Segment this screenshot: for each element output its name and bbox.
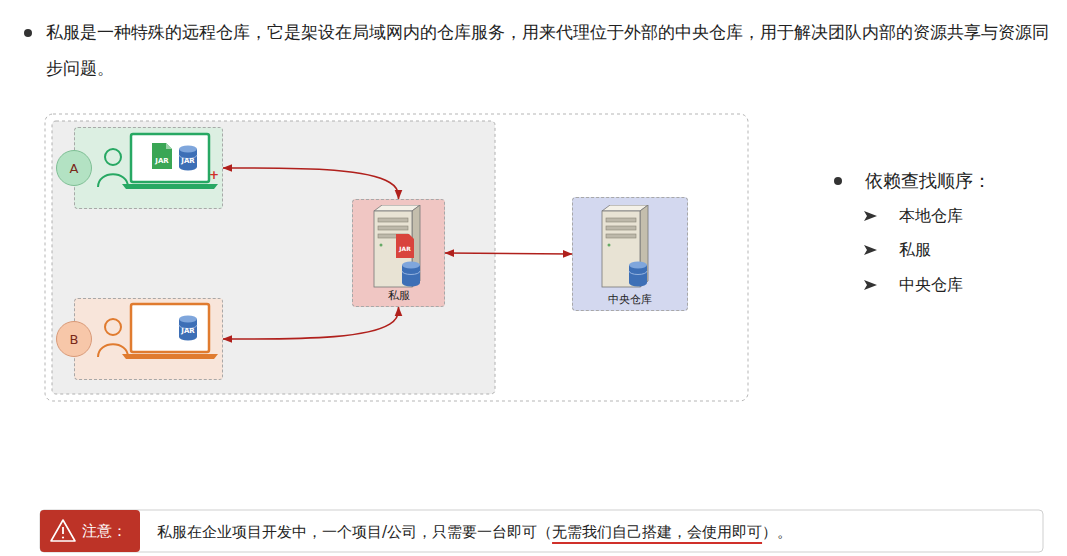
server-icon [374, 205, 420, 287]
node-fill [74, 298, 223, 380]
warning-icon [62, 527, 64, 534]
database-icon [402, 262, 420, 287]
lan-region [52, 121, 495, 394]
note-box [40, 510, 1043, 552]
jar-file-icon [152, 143, 172, 169]
note-tab [40, 510, 140, 552]
sync-arrow [223, 168, 399, 199]
note-text: 私服在企业项目开发中，一个项目/公司，只需要一台即可（ [157, 523, 552, 541]
label-holder: ）。 [762, 523, 792, 541]
node-fill [74, 127, 223, 209]
list-item: 私服 [899, 240, 931, 259]
note-text: ）。 [762, 523, 792, 541]
person-icon [105, 149, 121, 165]
private-server-box: 私服 [352, 199, 445, 307]
title-holder: 私服是一种特殊的远程仓库，它是架设在局域网内的仓库服务，用来代理位于外部的中央仓… [46, 14, 1051, 86]
laptop-base [122, 354, 218, 359]
server-icon [602, 205, 648, 287]
label-holder: 注意： [82, 522, 127, 540]
node-fill [352, 199, 445, 307]
note-text: 无需我们自己搭建，会使用即可 [552, 523, 762, 541]
add-mark: + [209, 168, 219, 182]
warning-icon [62, 536, 64, 538]
central-repo-box: 中央仓库 [572, 197, 688, 311]
list-item: 本地仓库 [899, 206, 963, 225]
file-tag: JAR [399, 245, 411, 252]
label-holder: JAR [399, 245, 411, 252]
jar-file-icon [396, 234, 414, 258]
user-badge: A [56, 150, 92, 186]
label-holder: 私服在企业项目开发中，一个项目/公司，只需要一台即可（ [157, 523, 552, 541]
bullet-dot [24, 29, 32, 37]
node-fill [572, 197, 688, 311]
sync-arrow [223, 307, 399, 339]
node-label: 私服 [388, 289, 410, 303]
outer-region [45, 114, 748, 401]
client-box: B [74, 298, 223, 380]
label-holder: 本地仓库 [899, 206, 963, 225]
file-tag: JAR [181, 327, 194, 335]
database-icon [179, 146, 197, 171]
laptop-screen [131, 304, 209, 352]
file-tag: JAR [181, 157, 194, 165]
laptop-base [122, 184, 218, 189]
note-tag: 注意： [82, 522, 127, 540]
arrow-bullet [864, 245, 877, 255]
label-holder: JAR [181, 157, 194, 165]
user-badge: B [56, 321, 92, 357]
label-holder: 中央仓库 [899, 275, 963, 294]
label-holder: + [209, 168, 219, 182]
database-icon [629, 262, 647, 287]
label-holder: JAR [155, 157, 168, 165]
label-holder: JAR [181, 327, 194, 335]
warning-icon [51, 520, 75, 541]
list-heading: 依赖查找顺序： [865, 170, 991, 192]
node-fills [74, 127, 688, 380]
bullet-dot [834, 177, 842, 185]
person-icon [105, 319, 121, 335]
label-holder: 无需我们自己搭建，会使用即可 [552, 523, 762, 541]
client-box: A [74, 127, 223, 209]
jar-file-icon [166, 143, 172, 149]
database-icon [179, 316, 197, 341]
intro-text: 私服是一种特殊的远程仓库，它是架设在局域网内的仓库服务，用来代理位于外部的中央仓… [46, 14, 1051, 86]
arrow-bullet [864, 211, 877, 221]
node-label: 中央仓库 [608, 293, 652, 307]
arrow-bullet [864, 280, 877, 290]
list-item: 中央仓库 [899, 275, 963, 294]
file-tag: JAR [155, 157, 168, 165]
label-holder: 依赖查找顺序： [865, 170, 991, 192]
laptop-screen [131, 134, 209, 182]
label-holder: 私服 [899, 240, 931, 259]
sync-arrow [445, 253, 572, 254]
